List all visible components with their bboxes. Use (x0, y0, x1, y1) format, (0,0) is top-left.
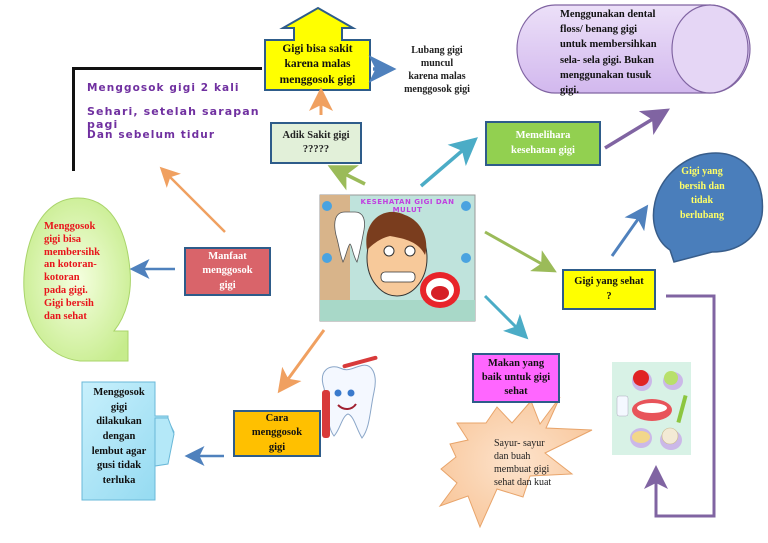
node-text: pada gigi. (44, 284, 88, 296)
node-cara: Cara menggosok gigi (233, 410, 321, 457)
node-text: baik untuk gigi (481, 371, 551, 383)
arrow-to-floss (604, 108, 670, 150)
node-gigi-bersih: Gigi yang bersih dan tidak berlubang (672, 165, 732, 223)
node-text: menggosok gigi (279, 73, 356, 86)
node-text: Sayur- sayur (494, 438, 545, 449)
node-adik-sakit: Adik Sakit gigi ????? (270, 122, 362, 164)
node-text: Gigi yang (681, 166, 723, 177)
node-text: Cara (265, 413, 289, 425)
node-text: terluka (102, 475, 136, 487)
node-text: sehat dan kuat (494, 477, 552, 488)
node-text: gigi (268, 441, 286, 453)
node-memelihara: Memelihara kesehatan gigi (485, 121, 601, 166)
node-makan: Makan yang baik untuk gigi sehat (472, 353, 560, 403)
healthy-teeth-bubble (652, 152, 764, 263)
node-text: lembut agar (91, 445, 147, 457)
node-text: Gigi bersih (44, 297, 94, 309)
node-text: ????? (302, 144, 330, 155)
node-text: Menggosok (44, 221, 96, 232)
node-text: membuat gigi (494, 464, 550, 475)
node-text: ? (606, 290, 612, 302)
arrow-to-makan (483, 294, 529, 340)
benefit-bubble (23, 197, 131, 362)
node-text: kotoran (44, 272, 80, 284)
node-floss: Menggunakan dental floss/ benang gigi un… (560, 7, 682, 98)
brushing-schedule: Menggosok gigi 2 kali Sehari, setelah sa… (72, 67, 262, 171)
up-arrow-callout (264, 6, 371, 91)
node-text: sela- sela gigi. Bukan (560, 54, 654, 66)
node-text: menggunakan tusuk (560, 69, 652, 81)
arrow-to-food (644, 294, 716, 518)
node-text: untuk membersihkan (560, 39, 657, 51)
arrow-to-schedule (159, 166, 226, 233)
schedule-line-3: Dan sebelum tidur (87, 129, 216, 141)
node-text: an kotoran- (44, 259, 97, 271)
node-text: menggosok (202, 265, 253, 277)
node-sayur: Sayur- sayur dan buah membuat gigi sehat… (494, 437, 564, 489)
node-text: dilakukan (96, 416, 142, 428)
node-text: dengan (102, 431, 136, 443)
schedule-line-1: Menggosok gigi 2 kali (87, 82, 240, 94)
node-text: sehat (504, 386, 528, 398)
node-text: dan sehat (44, 310, 87, 322)
vegetables-starburst (438, 396, 593, 529)
node-text: Memelihara (515, 130, 571, 142)
node-cara-detail: Menggosok gigi dilakukan dengan lembut a… (84, 386, 154, 489)
floss-cylinder (516, 4, 751, 94)
node-text: berlubang (680, 209, 724, 221)
center-illustration (319, 194, 476, 322)
food-illustration (612, 362, 691, 455)
node-text: Lubang gigi muncul (411, 45, 463, 69)
node-text: Menggosok (93, 387, 145, 398)
node-gigi-sehat: Gigi yang sehat ? (562, 269, 656, 310)
node-text: gusi tidak (96, 460, 142, 472)
node-text: karena malas (284, 58, 351, 71)
node-manfaat: Manfaat menggosok gigi (184, 247, 271, 296)
schedule-line-2: Sehari, setelah sarapan pagi (87, 105, 260, 131)
node-text: gigi. (560, 85, 579, 97)
node-text: Adik Sakit gigi (282, 129, 350, 141)
gentle-brushing-callout (81, 381, 175, 501)
node-manfaat-detail: Menggosok gigi bisa membersihk an kotora… (44, 221, 124, 323)
node-text: Gigi bisa sakit (282, 42, 353, 55)
node-text: gigi (219, 279, 236, 291)
node-text: tidak (690, 195, 714, 206)
arrow-to-bubble (610, 204, 649, 257)
center-image-title: KESEHATAN GIGI DAN MULUT (360, 198, 455, 214)
node-text: gigi (110, 401, 128, 413)
node-text: dan buah (494, 451, 531, 462)
arrow-to-gigi-sehat (484, 230, 557, 273)
arrow-to-memelihara (419, 137, 478, 188)
node-text: Menggunakan dental (560, 9, 656, 20)
node-text: Manfaat (208, 251, 247, 263)
node-text: menggosok (251, 427, 303, 439)
node-text: Makan yang (487, 357, 545, 369)
node-text: gigi bisa (44, 233, 82, 245)
node-text: floss/ benang gigi (560, 24, 638, 36)
node-text: Gigi yang sehat (574, 276, 644, 288)
arrow-to-cara (277, 329, 326, 394)
tooth-mascot (322, 355, 378, 439)
node-lubang: Lubang gigi muncul karena malas menggoso… (394, 44, 480, 96)
node-text: bersih dan (679, 180, 725, 192)
node-gigi-sakit: Gigi bisa sakit karena malas menggosok g… (265, 40, 370, 90)
arrow-to-adik (327, 165, 366, 191)
node-text: membersihk (44, 246, 100, 258)
node-text: kesehatan gigi (511, 144, 575, 156)
node-text: karena malas (408, 71, 466, 82)
node-text: menggosok gigi (404, 84, 470, 95)
